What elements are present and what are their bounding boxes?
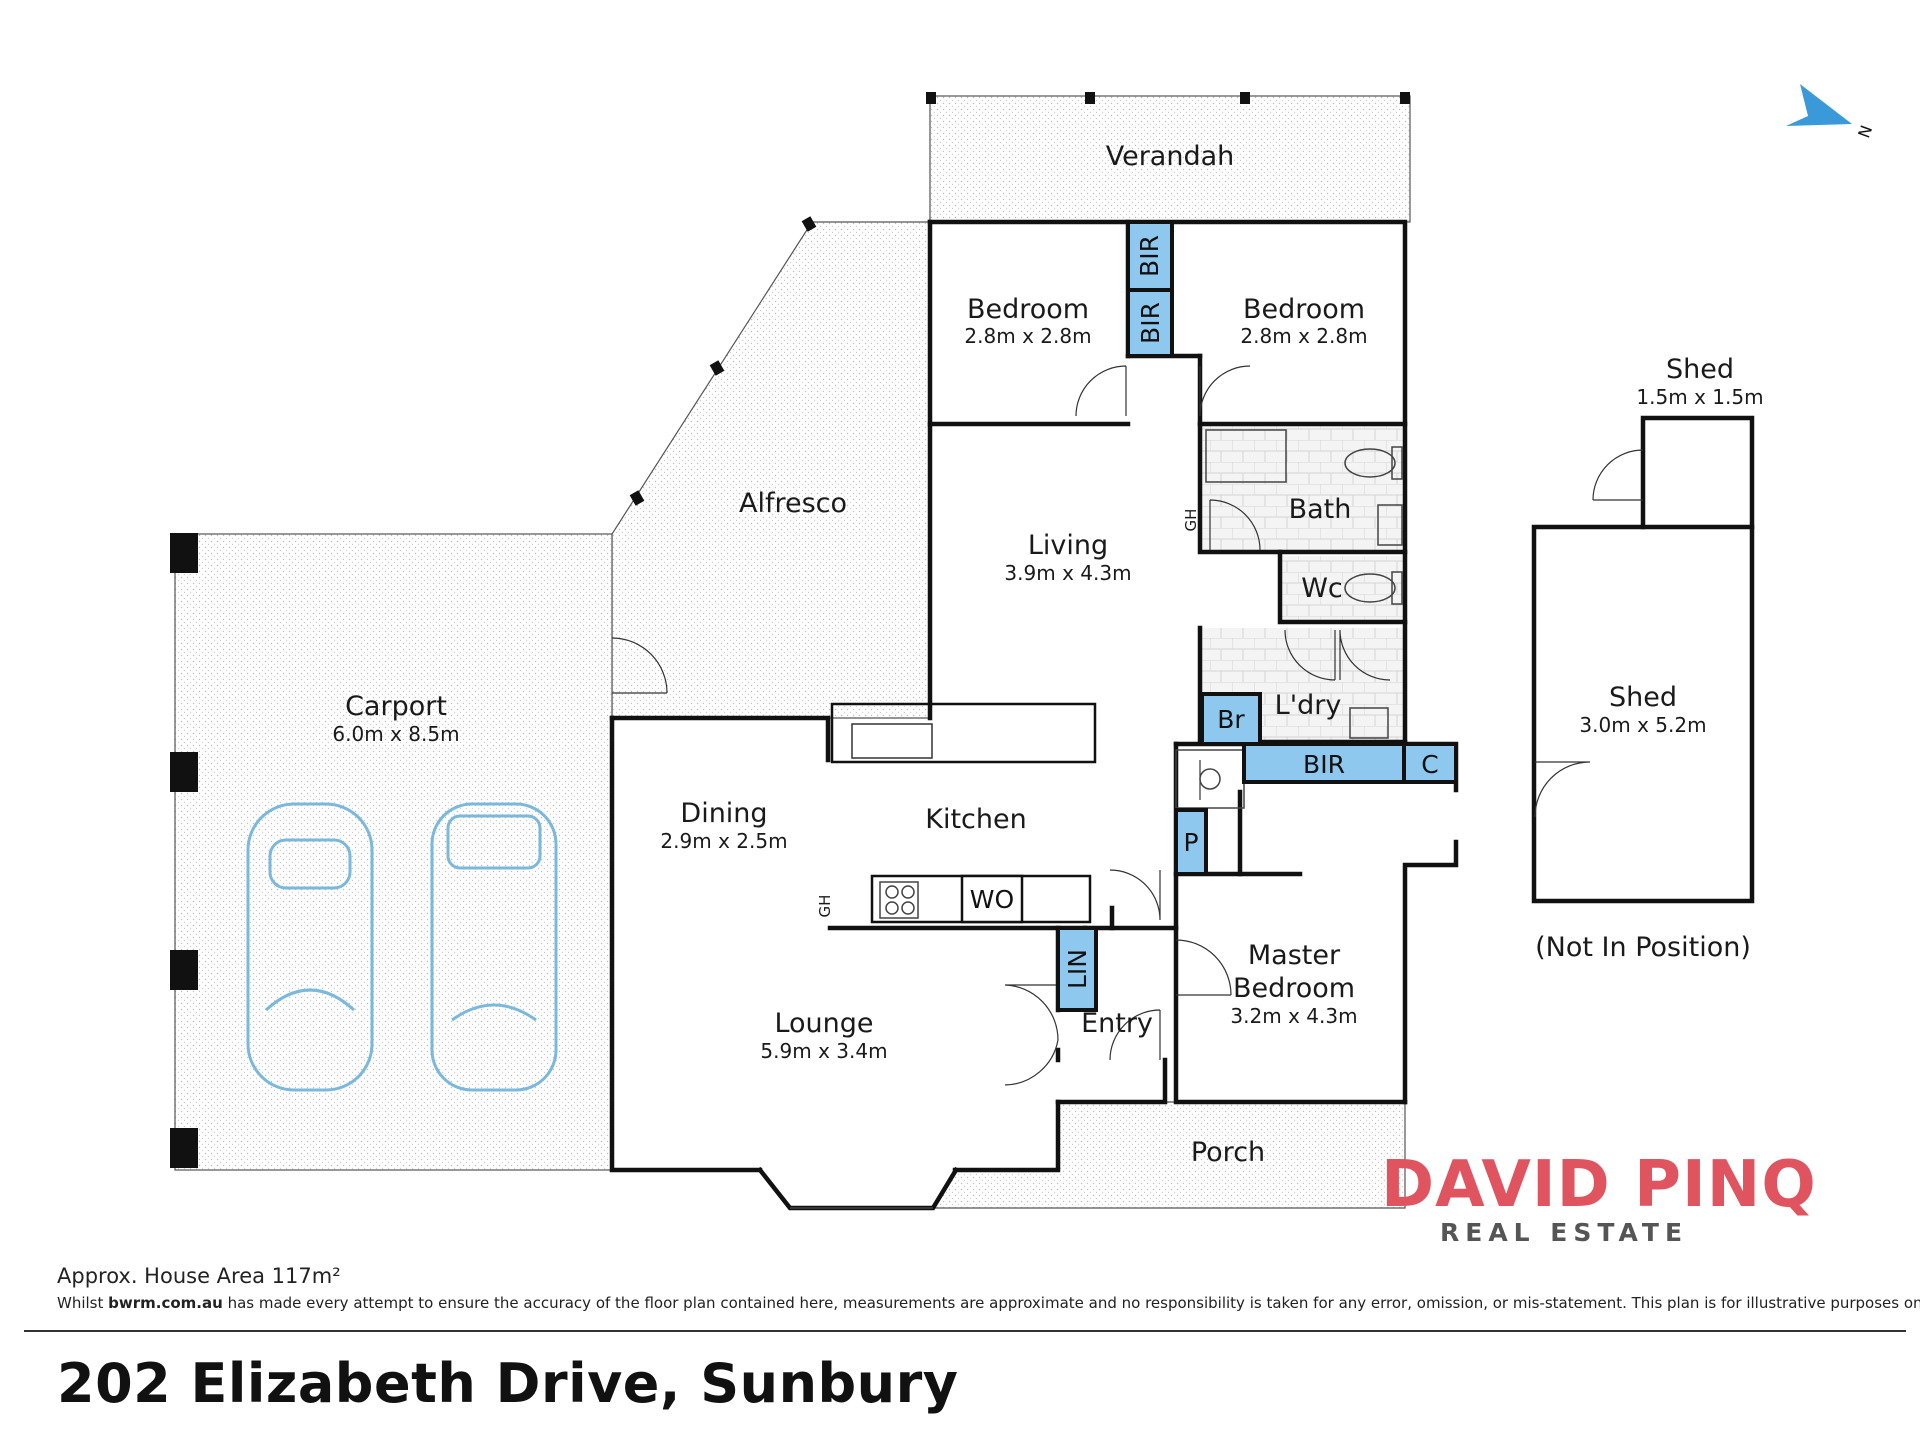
shed-walls: [1531, 415, 1755, 904]
disclaimer: Whilst bwrm.com.au has made every attemp…: [57, 1294, 1920, 1312]
dining-name: Dining: [680, 798, 767, 829]
bedroom2-size: 2.8m x 2.8m: [1240, 324, 1367, 348]
living-name: Living: [1028, 530, 1108, 561]
wc-name: Wc: [1301, 573, 1343, 604]
wc-floor: [1280, 556, 1405, 622]
car-icons: [246, 802, 558, 1092]
br-block: [1200, 692, 1262, 746]
property-address: 202 Elizabeth Drive, Sunbury: [57, 1352, 959, 1415]
footer-divider: [24, 1330, 1906, 1332]
master-name-line1: Master: [1248, 940, 1341, 971]
c-label: C: [1421, 750, 1438, 779]
bir-mid-label: BIR: [1136, 302, 1165, 344]
shed-large-size: 3.0m x 5.2m: [1579, 713, 1706, 737]
house-area-note: Approx. House Area 117m²: [57, 1264, 341, 1288]
bir-top-label: BIR: [1135, 235, 1164, 277]
alfresco-area: [611, 221, 931, 719]
shed-large-name: Shed: [1609, 682, 1677, 713]
bath-name: Bath: [1289, 494, 1352, 525]
car-right-icon: [430, 802, 558, 1092]
verandah-posts: [926, 92, 1410, 104]
bir-master-block: [1242, 742, 1406, 784]
room-labels: Verandah Bedroom 2.8m x 2.8m Bedroom 2.8…: [332, 141, 1763, 1168]
porch-name: Porch: [1191, 1137, 1265, 1168]
shed-small-name: Shed: [1666, 354, 1734, 385]
carport-size: 6.0m x 8.5m: [332, 722, 459, 746]
bir-mid-block: [1126, 288, 1174, 358]
verandah-area: [929, 95, 1411, 223]
wo-block: [960, 874, 1024, 924]
disclaimer-site-link[interactable]: bwrm.com.au: [108, 1294, 223, 1312]
laundry-name: L'dry: [1275, 690, 1342, 721]
gh-kitchen-label: GH: [816, 895, 834, 918]
lounge-name: Lounge: [774, 1008, 873, 1039]
porch-area: [931, 1101, 1406, 1209]
bir-master-label: BIR: [1303, 750, 1345, 779]
carport-posts: [170, 533, 198, 1168]
disclaimer-prefix: Whilst: [57, 1294, 109, 1312]
br-label: Br: [1217, 705, 1245, 734]
lounge-size: 5.9m x 3.4m: [760, 1039, 887, 1063]
lin-block: [1056, 926, 1098, 1012]
disclaimer-text: has made every attempt to ensure the acc…: [222, 1294, 1920, 1312]
carport-name: Carport: [345, 691, 447, 722]
alfresco-name: Alfresco: [739, 488, 847, 519]
bedroom2-name: Bedroom: [1243, 294, 1365, 325]
c-block: [1402, 742, 1458, 784]
storage-blocks: [960, 220, 1458, 1012]
brand-logo-subtitle: REAL ESTATE: [1440, 1218, 1689, 1247]
kitchen-benches: [830, 702, 1097, 924]
alfresco-posts: [629, 216, 817, 506]
dining-size: 2.9m x 2.5m: [660, 829, 787, 853]
living-size: 3.9m x 4.3m: [1004, 561, 1131, 585]
gh-living-label: GH: [1182, 509, 1200, 532]
brand-logo-name: DAVID PINQ: [1381, 1148, 1817, 1222]
lounge-bay-window: [756, 1166, 960, 1211]
north-compass-icon: N: [1786, 84, 1876, 140]
compass-label: N: [1854, 123, 1876, 141]
verandah-name: Verandah: [1106, 141, 1235, 172]
lin-label: LIN: [1063, 949, 1092, 989]
wo-label: WO: [970, 885, 1014, 914]
bedroom1-name: Bedroom: [967, 294, 1089, 325]
p-block: [1174, 808, 1208, 876]
not-in-position-note: (Not In Position): [1535, 932, 1751, 963]
bedroom1-size: 2.8m x 2.8m: [964, 324, 1091, 348]
kitchen-name: Kitchen: [925, 804, 1026, 835]
entry-name: Entry: [1081, 1008, 1153, 1039]
p-label: P: [1183, 828, 1198, 857]
master-size: 3.2m x 4.3m: [1230, 1004, 1357, 1028]
master-name-line2: Bedroom: [1233, 973, 1355, 1004]
house-walls: [609, 219, 1459, 1173]
shed-small-size: 1.5m x 1.5m: [1636, 385, 1763, 409]
door-swings: [611, 365, 1644, 1086]
bath-floor: [1202, 426, 1405, 552]
car-left-icon: [246, 802, 374, 1092]
